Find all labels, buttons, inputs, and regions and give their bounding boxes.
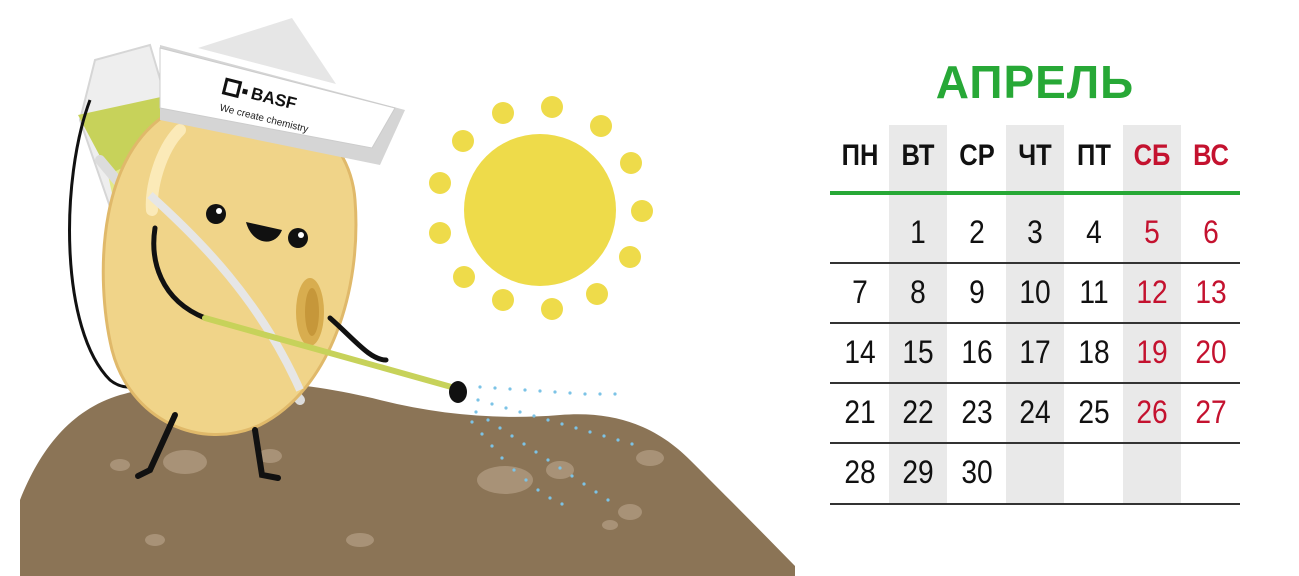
column-shade [889, 125, 947, 505]
day-cell: 10 [1019, 274, 1051, 310]
water-spray [470, 385, 634, 506]
day-cell: 28 [844, 454, 876, 490]
day-cell: 15 [902, 334, 934, 370]
week-divider [830, 442, 1240, 444]
day-cell: 12 [1136, 274, 1168, 310]
day-cell: 9 [969, 274, 985, 310]
day-cell: 13 [1195, 274, 1227, 310]
week-divider [830, 322, 1240, 324]
day-cell: 22 [902, 394, 934, 430]
week-divider [830, 503, 1240, 505]
day-cell: 18 [1078, 334, 1110, 370]
day-cell: 5 [1144, 214, 1160, 250]
day-cell: 24 [1019, 394, 1051, 430]
day-cell: 26 [1136, 394, 1168, 430]
day-cell: 25 [1078, 394, 1110, 430]
day-cell: 6 [1203, 214, 1219, 250]
weekday-header: ВС [1193, 139, 1229, 172]
column-shade [1006, 125, 1064, 505]
header-divider [830, 191, 1240, 195]
day-cell: 19 [1136, 334, 1168, 370]
weekday-header: ВТ [901, 139, 935, 172]
day-cell: 23 [961, 394, 993, 430]
day-cell: 14 [844, 334, 876, 370]
day-cell: 16 [961, 334, 993, 370]
weekday-header: СБ [1133, 139, 1171, 172]
day-cell: 27 [1195, 394, 1227, 430]
spray-wand [202, 315, 458, 391]
week-divider [830, 262, 1240, 264]
day-cell: 2 [969, 214, 985, 250]
mouth [246, 222, 282, 242]
day-cell: 8 [910, 274, 926, 310]
day-cell: 30 [961, 454, 993, 490]
sun-rays [429, 96, 653, 320]
weekday-header: ПТ [1077, 139, 1111, 172]
month-title: АПРЕЛЬ [935, 56, 1135, 108]
day-cell: 1 [910, 214, 926, 250]
basf-paper-hat: BASF We create chemistry [159, 18, 405, 165]
day-cell: 29 [902, 454, 934, 490]
day-cell: 21 [844, 394, 876, 430]
week-divider [830, 382, 1240, 384]
soil-pebbles [110, 449, 664, 547]
day-cell: 3 [1027, 214, 1043, 250]
day-cell: 11 [1079, 274, 1109, 310]
weekday-header: СР [959, 139, 995, 172]
day-cell: 17 [1019, 334, 1051, 370]
weekday-header: ПН [841, 139, 879, 172]
sun-icon [464, 134, 616, 286]
weekday-header: ЧТ [1018, 139, 1052, 172]
day-cell: 4 [1086, 214, 1102, 250]
day-cell: 20 [1195, 334, 1227, 370]
column-shade [1123, 125, 1181, 505]
basf-logo-icon [221, 77, 243, 99]
day-cell: 7 [852, 274, 868, 310]
seed-character-illustration: BASF We create chemistry [20, 18, 795, 576]
